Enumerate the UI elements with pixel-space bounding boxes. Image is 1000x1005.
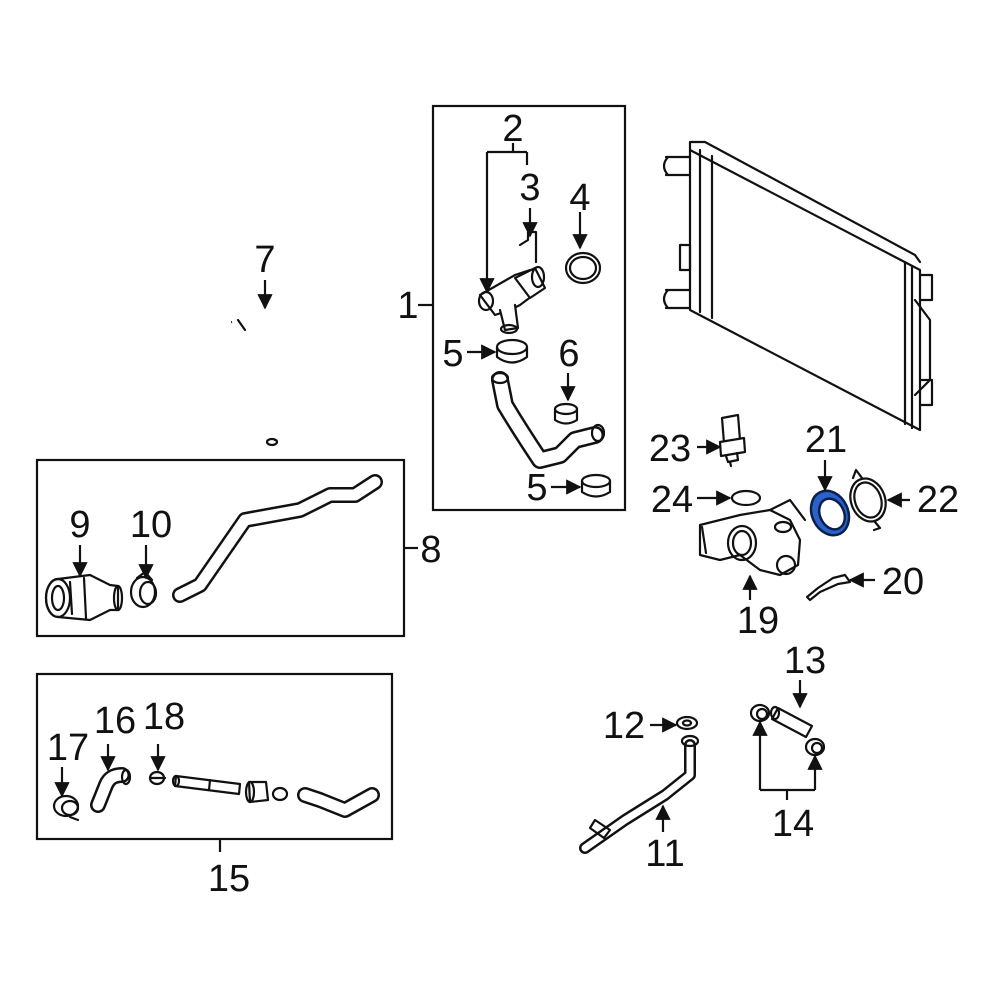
part-19-water-outlet [698,498,807,577]
callout-2: 2 [502,108,523,150]
part-12-gasket [675,715,699,731]
callout-22: 22 [917,479,959,521]
part-14-clamp-right [804,737,826,757]
part-9-thermostat-housing [44,573,124,622]
callout-14: 14 [772,803,814,845]
leader-lines [54,143,910,852]
callout-labels: 2 3 4 1 5 6 5 7 8 9 10 16 18 17 15 23 21… [47,108,959,900]
callout-16: 16 [94,700,136,742]
part-17-clamp [52,794,80,822]
callout-21: 21 [805,419,847,461]
callout-10: 10 [130,504,172,546]
callout-5-lower: 5 [526,467,547,509]
callout-18: 18 [143,696,185,738]
callout-12: 12 [603,705,645,747]
group-box-15 [35,672,394,841]
part-3-clip [518,230,538,264]
part-15-tube [171,774,380,818]
callout-24: 24 [651,479,693,521]
callout-11: 11 [645,833,684,875]
part-1-hose [490,371,606,469]
part-5-clamp-lower [580,473,612,498]
part-2-pipe-fitting [477,265,547,335]
callout-23: 23 [649,428,691,470]
callout-13: 13 [784,640,826,682]
part-16-elbow-hose [90,767,132,813]
part-18-clamp [148,770,167,786]
part-10-clamp [129,570,158,609]
callout-4: 4 [569,177,590,219]
callout-8: 8 [420,529,441,571]
part-22-gasket [849,468,887,532]
part-5-clamp-upper [495,338,529,364]
callout-19: 19 [737,600,779,642]
part-20-clip [805,573,852,602]
part-11-pipe [579,734,700,854]
callout-5-upper: 5 [442,333,463,375]
radiator [662,140,934,432]
callout-20: 20 [882,561,924,603]
callout-3: 3 [519,167,540,209]
callout-7: 7 [254,239,275,281]
callout-17: 17 [47,727,89,769]
part-24-o-ring [730,489,762,507]
callout-15: 15 [208,858,250,900]
part-4-o-ring [564,251,602,285]
callout-6: 6 [558,333,579,375]
part-8-hose [172,474,383,603]
part-13-tube [769,705,814,739]
callout-1: 1 [397,285,418,327]
part-23-temp-sensor [718,413,747,468]
callout-9: 9 [69,504,90,546]
part-14-clamp-left [749,703,771,723]
part-6-connector [553,402,579,425]
part-21-gasket [809,489,851,537]
group-box-1 [431,104,627,512]
part-7-pipe [230,302,323,447]
